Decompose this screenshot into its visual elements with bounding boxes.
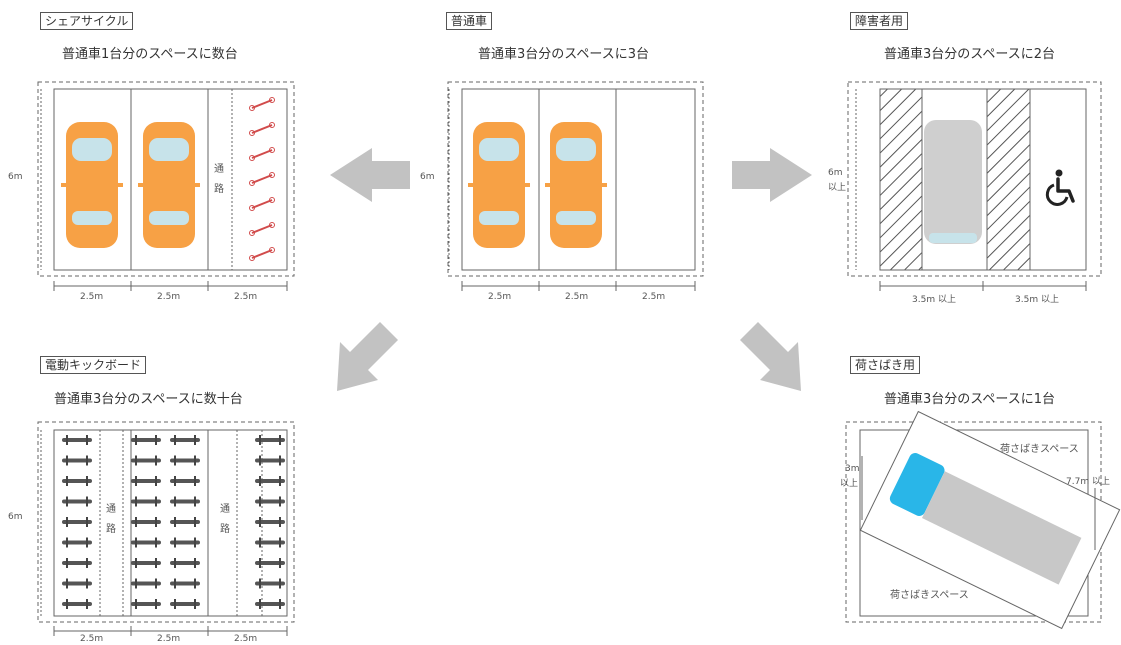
- aisle-label: 通路: [106, 504, 116, 535]
- truck-cab: [889, 453, 945, 516]
- kickboard-subtitle: 普通車3台分のスペースに数十台: [54, 392, 243, 407]
- width-label: 2.5m: [234, 292, 258, 302]
- parked-car-gray: [924, 120, 982, 244]
- loading-subtitle: 普通車3台分のスペースに1台: [884, 392, 1055, 407]
- disabled-subtitle: 普通車3台分のスペースに2台: [884, 47, 1055, 62]
- width-label: 2.5m: [157, 292, 181, 302]
- width-label: 3m: [845, 464, 860, 474]
- length-label: 7.7m 以上: [1066, 477, 1110, 487]
- width-label: 2.5m: [157, 634, 181, 644]
- height-label: 6m: [420, 172, 435, 182]
- height-label-suffix: 以上: [828, 183, 847, 193]
- width-label: 2.5m: [642, 292, 666, 302]
- parked-car: [545, 122, 607, 248]
- width-label: 3.5m 以上: [1015, 295, 1059, 305]
- aisle-label: 通路: [220, 504, 230, 535]
- parked-car: [61, 122, 123, 248]
- loading-title: 荷さばき用: [850, 356, 921, 374]
- parked-car: [138, 122, 200, 248]
- width-label: 2.5m: [80, 292, 104, 302]
- arrow-right: [732, 148, 812, 202]
- parked-car: [468, 122, 530, 248]
- width-label-suffix: 以上: [840, 479, 859, 489]
- regular-subtitle: 普通車3台分のスペースに3台: [478, 47, 649, 62]
- arrow-left: [330, 148, 410, 202]
- share-cycle-lot: [37, 81, 295, 291]
- kickboard-lot: [37, 421, 295, 636]
- wheelchair-icon: [1045, 169, 1075, 206]
- width-label: 2.5m: [234, 634, 258, 644]
- share-cycle-title: シェアサイクル: [40, 12, 134, 30]
- aisle-label: 通路: [214, 164, 224, 195]
- arrow-down-right: [740, 322, 801, 391]
- loading-lot: [845, 410, 1121, 630]
- height-label: 6m: [8, 512, 23, 522]
- arrow-down-left: [337, 322, 398, 391]
- width-label: 2.5m: [80, 634, 104, 644]
- loading-space-label: 荷さばきスペース: [1000, 444, 1079, 455]
- width-label: 2.5m: [488, 292, 512, 302]
- regular-title: 普通車: [446, 12, 493, 30]
- height-label: 6m: [828, 168, 843, 178]
- disabled-title: 障害者用: [850, 12, 909, 30]
- truck-bed: [922, 471, 1082, 585]
- disabled-lot: [847, 81, 1102, 291]
- regular-lot: [447, 81, 704, 291]
- width-label: 3.5m 以上: [912, 295, 956, 305]
- kickboard-title: 電動キックボード: [40, 356, 147, 374]
- width-label: 2.5m: [565, 292, 589, 302]
- loading-space-label: 荷さばきスペース: [890, 590, 969, 601]
- share-cycle-subtitle: 普通車1台分のスペースに数台: [62, 47, 238, 62]
- height-label: 6m: [8, 172, 23, 182]
